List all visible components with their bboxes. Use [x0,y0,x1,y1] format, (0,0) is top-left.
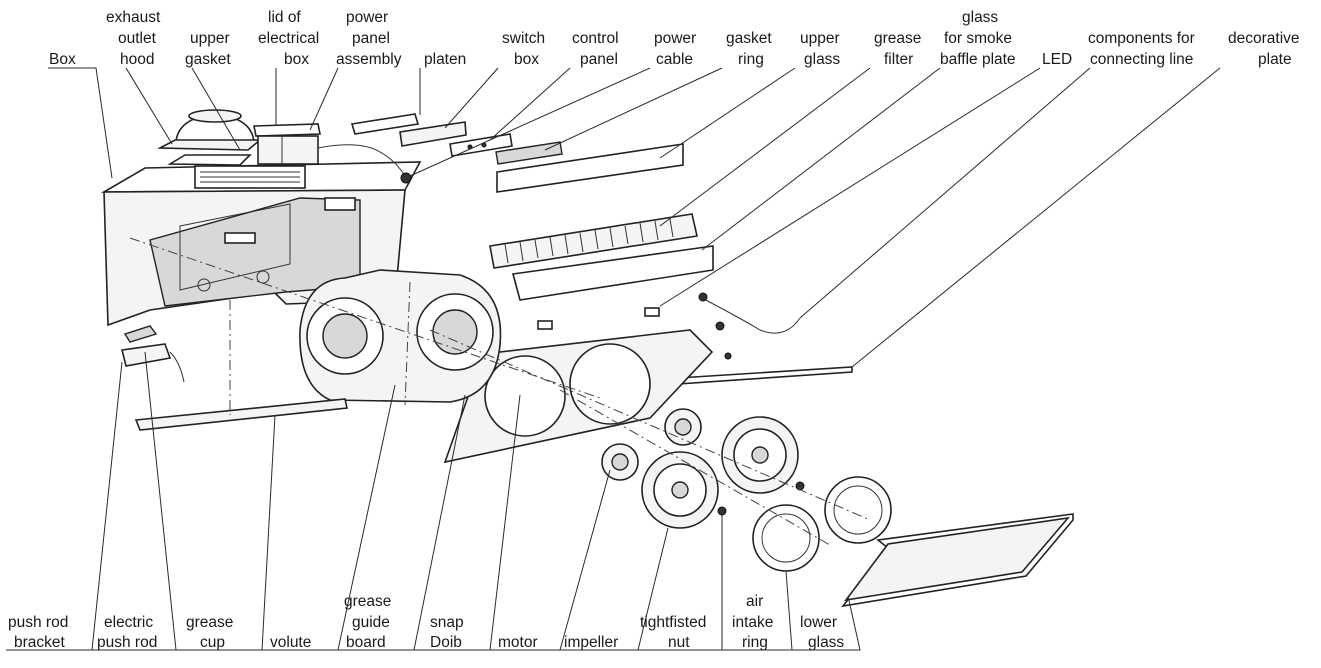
platen-part [350,113,420,135]
air-intake-ring-part [752,476,892,572]
label-grease-cup-1: grease [186,614,233,631]
label-lid-electrical-box-2: electrical [258,30,319,47]
label-upper-gasket-1: upper [190,30,230,47]
label-grease-guide-board-3: board [346,634,386,651]
label-switch-box-2: box [514,51,539,68]
decorative-plate-part [677,366,853,385]
label-grease-guide-board-1: grease [344,593,391,610]
label-switch-box-1: switch [502,30,545,47]
upper-gasket-part [167,154,252,166]
label-power-panel-assembly-2: panel [352,30,390,47]
label-lower-glass-1: lower [800,614,837,631]
grease-filter-part [489,213,698,269]
label-connecting-line-2: connecting line [1090,51,1193,68]
label-control-panel-1: control [572,30,619,47]
label-electric-push-rod-2: push rod [97,634,157,651]
label-gasket-ring-1: gasket [726,30,772,47]
switch-box-part [399,121,467,147]
label-grease-filter-2: filter [884,51,913,68]
label-push-rod-bracket-2: bracket [14,634,66,651]
label-motor: motor [498,634,538,651]
label-upper-gasket-2: gasket [185,51,231,68]
label-gasket-ring-2: ring [738,51,764,68]
label-impeller: impeller [564,634,618,651]
label-box: Box [49,51,76,68]
label-grease-filter-1: grease [874,30,921,47]
gasket-ring-part [495,141,563,165]
label-air-intake-ring-2: intake [732,614,773,631]
label-power-cable-2: cable [656,51,693,68]
label-tightfisted-nut-1: tightfisted [640,614,706,631]
label-upper-glass-1: upper [800,30,840,47]
label-exhaust-outlet-hood-2: outlet [118,30,157,47]
label-grease-guide-board-2: guide [352,614,390,631]
label-exhaust-outlet-hood-1: exhaust [106,9,161,26]
smoke-baffle-glass-part [511,245,714,301]
exhaust-outlet-hood-part [156,109,263,151]
grease-cup-part [134,398,348,431]
label-exhaust-outlet-hood-3: hood [120,51,154,68]
label-air-intake-ring-3: ring [742,634,768,651]
label-control-panel-2: panel [580,51,618,68]
leader-lines [6,67,1221,651]
label-power-panel-assembly-3: assembly [336,51,402,68]
label-platen: platen [424,51,466,68]
label-snap-joint-2: Doib [430,634,462,651]
connecting-line-part [698,292,801,360]
power-panel-assembly-part [317,144,412,184]
bottom-labels: push rod bracket electric push rod greas… [8,593,844,651]
assembly-axes [129,237,871,546]
label-smoke-baffle-glass-1: glass [962,9,998,26]
grease-guide-board-part [443,329,714,464]
electric-push-rod-part [121,343,185,383]
led-part [537,307,660,330]
label-upper-glass-2: glass [804,51,840,68]
label-electric-push-rod-1: electric [104,614,153,631]
label-lower-glass-2: glass [808,634,844,651]
label-tightfisted-nut-2: nut [668,634,690,651]
label-push-rod-bracket-1: push rod [8,614,68,631]
impeller-part [641,416,799,529]
label-grease-cup-2: cup [200,634,225,651]
label-decorative-plate-1: decorative [1228,30,1300,47]
push-rod-bracket-part [123,325,158,343]
label-air-intake-ring-1: air [746,593,763,610]
label-led: LED [1042,51,1072,68]
label-power-cable-1: power [654,30,696,47]
label-decorative-plate-2: plate [1258,51,1292,68]
parts-layer [101,109,1074,608]
volute-part [299,269,502,406]
label-volute: volute [270,634,311,651]
label-lid-electrical-box-3: box [284,51,309,68]
top-labels: Box exhaust outlet hood upper gasket lid… [49,9,1300,68]
label-lid-electrical-box-1: lid of [268,9,301,26]
motor-part [601,408,702,481]
lower-glass-part [841,513,1074,608]
label-connecting-line-1: components for [1088,30,1195,47]
label-smoke-baffle-glass-2: for smoke [944,30,1012,47]
label-smoke-baffle-glass-3: baffle plate [940,51,1016,68]
label-power-panel-assembly-1: power [346,9,388,26]
electrical-box-lid-part [253,123,321,165]
label-snap-joint-1: snap [430,614,464,631]
upper-glass-part [496,143,684,193]
